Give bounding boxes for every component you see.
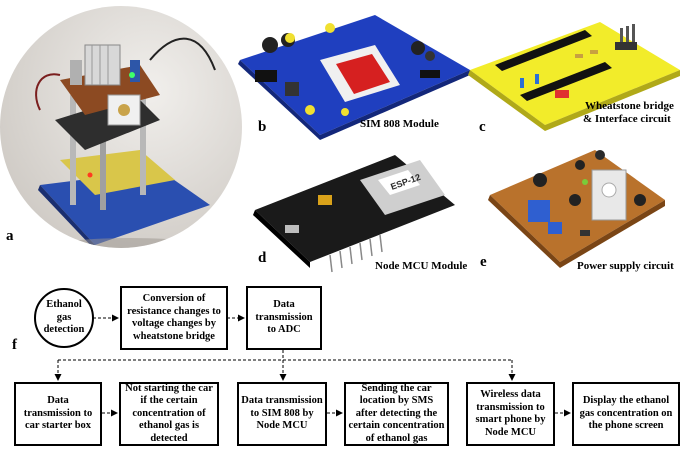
panel-label-d: d (258, 250, 267, 266)
flow-starter: Data transmission to car starter box (14, 382, 102, 446)
caption-wheatstone-2: & Interface circuit (583, 113, 671, 125)
panel-label-c: c (479, 119, 486, 135)
panel-label-f: f (12, 337, 17, 353)
nodemcu-chip-label: ESP-12 (389, 172, 422, 192)
flow-display: Display the ethanol gas concentration on… (572, 382, 680, 446)
flow-wireless: Wireless data transmission to smart phon… (466, 382, 555, 446)
flow-not-start: Not starting the car if the certain conc… (119, 382, 219, 446)
panel-label-b: b (258, 119, 267, 135)
caption-nodemcu: Node MCU Module (375, 260, 468, 272)
flow-sim: Data transmission to SIM 808 by Node MCU (237, 382, 327, 446)
flow-convert: Conversion of resistance changes to volt… (120, 286, 228, 350)
caption-power-supply: Power supply circuit (577, 260, 674, 272)
flow-detect: Ethanol gas detection (34, 288, 94, 348)
caption-sim808: SIM 808 Module (360, 118, 439, 130)
flow-adc: Data transmission to ADC (246, 286, 322, 350)
panel-label-a: a (6, 228, 14, 244)
caption-wheatstone-1: Wheatstone bridge (585, 100, 674, 112)
flow-sms: Sending the car location by SMS after de… (344, 382, 449, 446)
panel-label-e: e (480, 254, 487, 270)
